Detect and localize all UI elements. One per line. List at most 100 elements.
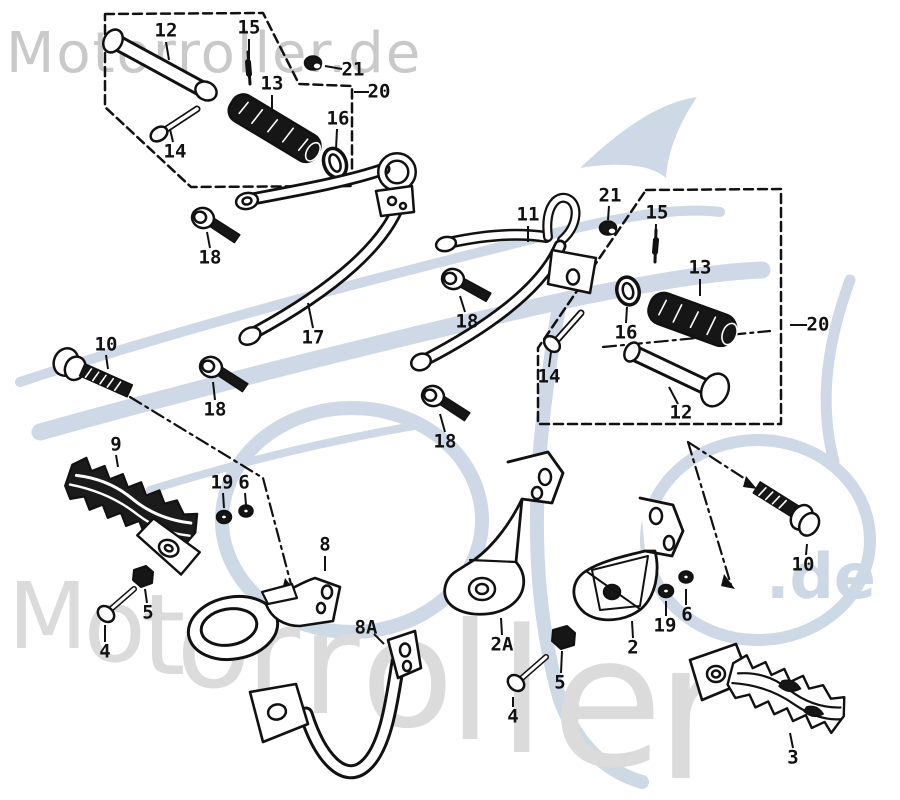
callout-16: 16: [327, 108, 350, 130]
part-21-nut-left: [303, 55, 323, 71]
callout-21: 21: [599, 185, 622, 207]
callout-9: 9: [110, 434, 121, 456]
part-4-hinge-bolt-right: [506, 654, 549, 693]
leader-line-12: [668, 386, 679, 405]
callout-14: 14: [538, 366, 561, 388]
leader-line-17: [307, 302, 314, 329]
callout-2A: 2A: [491, 634, 514, 656]
leader-line-18: [206, 231, 211, 249]
part-19-nut-left: [215, 509, 233, 525]
part-2a-mount-bracket: [443, 450, 565, 616]
leader-line-18: [212, 381, 216, 401]
callout-15: 15: [646, 202, 669, 224]
leader-line-2: [631, 620, 634, 639]
leader-line-21: [324, 65, 343, 70]
part-21-nut-right: [598, 220, 618, 236]
callout-10: 10: [95, 334, 118, 356]
leader-line-8A: [373, 633, 385, 645]
callout-5: 5: [142, 602, 153, 624]
inset-box-right: [536, 187, 783, 426]
callout-4: 4: [507, 706, 518, 728]
watermark-de-text: .de: [766, 540, 876, 613]
callout-3: 3: [787, 747, 798, 769]
leader-line-14: [169, 128, 174, 143]
callout-19: 19: [654, 615, 677, 637]
part-18-flange-bolt-b: [198, 355, 249, 393]
callout-15: 15: [238, 17, 261, 39]
callout-10: 10: [792, 554, 815, 576]
watermark-letter: M: [8, 563, 87, 670]
callout-8A: 8A: [355, 617, 378, 639]
part-11-footrest-bracket: [410, 192, 598, 372]
callout-2: 2: [627, 637, 638, 659]
leader-line-3: [789, 732, 794, 749]
callout-6: 6: [681, 604, 692, 626]
callout-6: 6: [238, 472, 249, 494]
callout-12: 12: [155, 20, 178, 42]
leader-line-15: [654, 223, 657, 259]
leader-line-5: [560, 650, 563, 674]
inset-box-left: [103, 11, 354, 189]
callout-20: 20: [807, 314, 830, 336]
part-12-footrest-pin-right: [623, 341, 731, 408]
callout-14: 14: [164, 141, 187, 163]
leader-line-21: [607, 205, 610, 221]
part-12-footrest-pin-left: [102, 28, 218, 102]
part-8a-footrest-holder: [248, 629, 423, 780]
callout-18: 18: [204, 399, 227, 421]
callout-19: 19: [211, 472, 234, 494]
leader-line-2A: [500, 617, 503, 636]
leader-line-9: [115, 454, 119, 468]
callout-20: 20: [368, 81, 391, 103]
watermark-letter: o: [83, 567, 145, 686]
leader-line-10: [105, 354, 109, 370]
callout-4: 4: [99, 641, 110, 663]
callout-13: 13: [689, 257, 712, 279]
callout-8: 8: [319, 534, 330, 556]
part-2-mount-bracket: [572, 496, 685, 622]
callout-11: 11: [517, 204, 540, 226]
part-17-footrest-bracket: [234, 152, 417, 347]
callout-13: 13: [261, 73, 284, 95]
leader-line-12: [165, 41, 170, 61]
callout-21: 21: [342, 59, 365, 81]
callout-18: 18: [456, 311, 479, 333]
callout-5: 5: [554, 672, 565, 694]
part-14-bolt-right: [542, 309, 585, 354]
leader-line-18: [459, 295, 466, 313]
part-16-oring-right: [615, 275, 641, 307]
watermark-top-text: Motorroller.de: [6, 21, 422, 86]
part-6-washer-right: [678, 570, 694, 584]
leader-line-14: [548, 351, 552, 368]
watermark-letter: r: [655, 601, 734, 800]
watermark-main-text: Motorroller: [8, 563, 734, 800]
watermark-letter: l: [498, 592, 546, 793]
watermark-layer: Motorroller.de Motorroller .de: [6, 21, 876, 800]
part-18-flange-bolt-c: [440, 267, 492, 303]
watermark-letter: t: [142, 571, 186, 701]
part-8-footrest-holder: [186, 576, 342, 662]
leader-line-16: [625, 306, 628, 324]
callout-16: 16: [615, 322, 638, 344]
part-4-hinge-bolt-left: [96, 586, 137, 624]
callout-labels: 12 15 21 13 14 16 20 17 11 18 18 18 18 21 15 13 16 14 12 20…: [95, 17, 830, 769]
watermark-letter: l: [448, 590, 493, 778]
leader-line-6: [244, 492, 247, 506]
part-3-footrest-serrated-right: [688, 642, 846, 735]
callout-12: 12: [670, 402, 693, 424]
callout-18: 18: [199, 247, 222, 269]
callout-18: 18: [434, 431, 457, 453]
part-10-pivot-bolt-left: [52, 347, 134, 398]
leader-line-5: [144, 588, 148, 604]
callout-17: 17: [302, 327, 325, 349]
part-9-footrest-serrated-left: [64, 456, 201, 576]
part-6-washer-left: [238, 504, 254, 518]
part-5-cap-nut-left: [132, 565, 154, 588]
leader-line-19: [222, 492, 225, 509]
part-18-flange-bolt-d: [420, 384, 471, 422]
leader-line-16: [335, 128, 338, 150]
part-13-footrest-rubber-right: [647, 291, 738, 348]
leader-line-18: [439, 413, 446, 433]
